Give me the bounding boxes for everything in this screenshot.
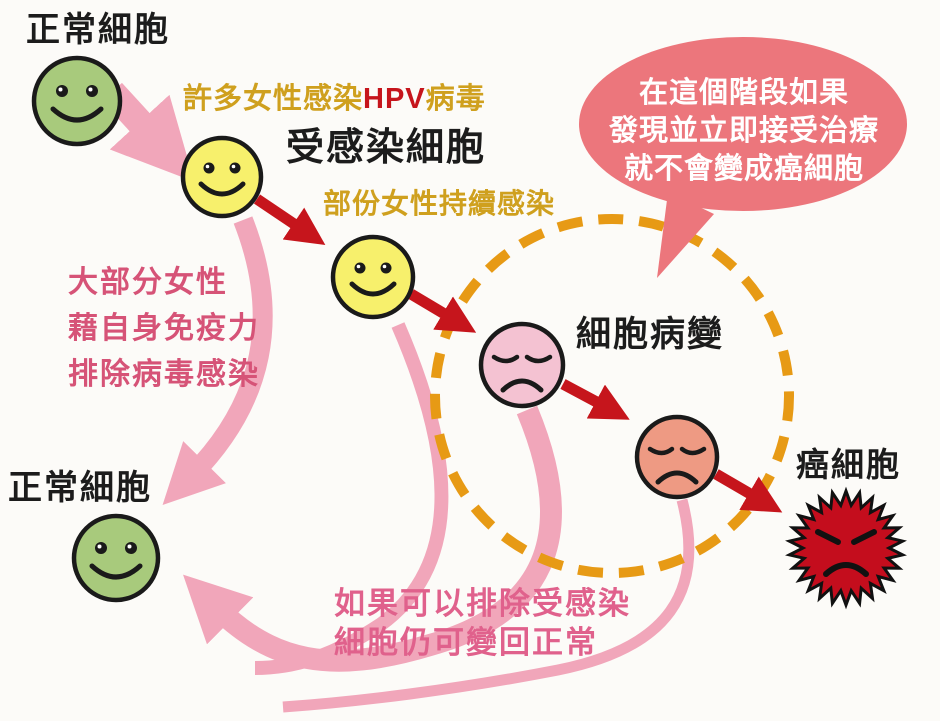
cancer-cell-spikes bbox=[785, 486, 907, 610]
recover-note-line2: 細胞仍可變回正常 bbox=[334, 625, 598, 660]
treatment-window-dashed-circle bbox=[430, 214, 794, 578]
normal-cell-face-bottom bbox=[71, 513, 161, 603]
smile-mouth bbox=[50, 106, 104, 123]
bubble-line2: 發現並立即接受治療 bbox=[608, 115, 879, 147]
lesion-cell-face-2 bbox=[634, 414, 720, 500]
infected-cell-face-1 bbox=[180, 135, 264, 219]
recover-curve-thin-from-lesion bbox=[282, 498, 695, 713]
infected-cell-face-2 bbox=[330, 234, 416, 320]
bubble-line3: 就不會變成癌細胞 bbox=[623, 153, 864, 185]
infection-caption-prefix: 許多女性感染 bbox=[183, 83, 364, 115]
angry-right-eye bbox=[851, 529, 877, 545]
recover-curve-arrow bbox=[183, 405, 562, 672]
speech-bubble-tail bbox=[657, 192, 714, 278]
red-arrow-2 bbox=[408, 289, 477, 333]
recover-note-line1: 如果可以排除受感染 bbox=[334, 586, 631, 621]
normal-cell-face-top bbox=[31, 55, 123, 147]
speech-bubble bbox=[579, 37, 907, 278]
normal-cell-label-top: 正常細胞 bbox=[26, 11, 170, 49]
frown-mouth bbox=[500, 378, 544, 393]
hpv-highlight: HPV bbox=[363, 83, 426, 115]
right-eye bbox=[86, 85, 98, 97]
treatment-bubble-note: 在這個階段如果 發現並立即接受治療 就不會變成癌細胞 bbox=[588, 74, 900, 188]
angry-frown-mouth bbox=[823, 562, 869, 577]
cell-lesion-label: 細胞病變 bbox=[576, 315, 725, 354]
red-arrow-1 bbox=[253, 194, 326, 246]
red-arrow-3 bbox=[560, 379, 630, 420]
left-eye bbox=[56, 85, 68, 97]
persistent-infection-caption: 部份女性持續感染 bbox=[323, 188, 556, 219]
cancer-cell-face bbox=[785, 486, 907, 610]
immunity-note-line2: 藉自身免疫力 bbox=[68, 312, 260, 345]
lesion-cell-face-1 bbox=[478, 321, 566, 409]
immunity-note-line1: 大部分女性 bbox=[68, 266, 228, 299]
infection-caption: 許多女性感染HPV病毒 bbox=[183, 83, 486, 116]
closed-left-eye bbox=[491, 354, 520, 364]
closed-right-eye bbox=[524, 354, 553, 364]
pink-arrows-layer bbox=[102, 82, 695, 713]
infection-caption-suffix: 病毒 bbox=[425, 83, 486, 115]
angry-left-eye bbox=[815, 529, 841, 545]
red-arrows-layer bbox=[253, 194, 783, 513]
normal-cell-label-bottom: 正常細胞 bbox=[8, 469, 152, 507]
red-arrow-4 bbox=[713, 469, 783, 513]
speech-bubble-body bbox=[579, 37, 907, 211]
immunity-note-line3: 排除病毒感染 bbox=[68, 358, 260, 391]
bubble-line1: 在這個階段如果 bbox=[638, 77, 849, 109]
infected-cell-label: 受感染細胞 bbox=[286, 127, 487, 169]
cancer-cell-label: 癌細胞 bbox=[796, 446, 901, 483]
recover-note: 如果可以排除受感染 細胞仍可變回正常 bbox=[334, 584, 631, 662]
immunity-note: 大部分女性 藉自身免疫力 排除病毒感染 bbox=[68, 260, 260, 398]
immunity-curve-arrow bbox=[162, 216, 273, 505]
